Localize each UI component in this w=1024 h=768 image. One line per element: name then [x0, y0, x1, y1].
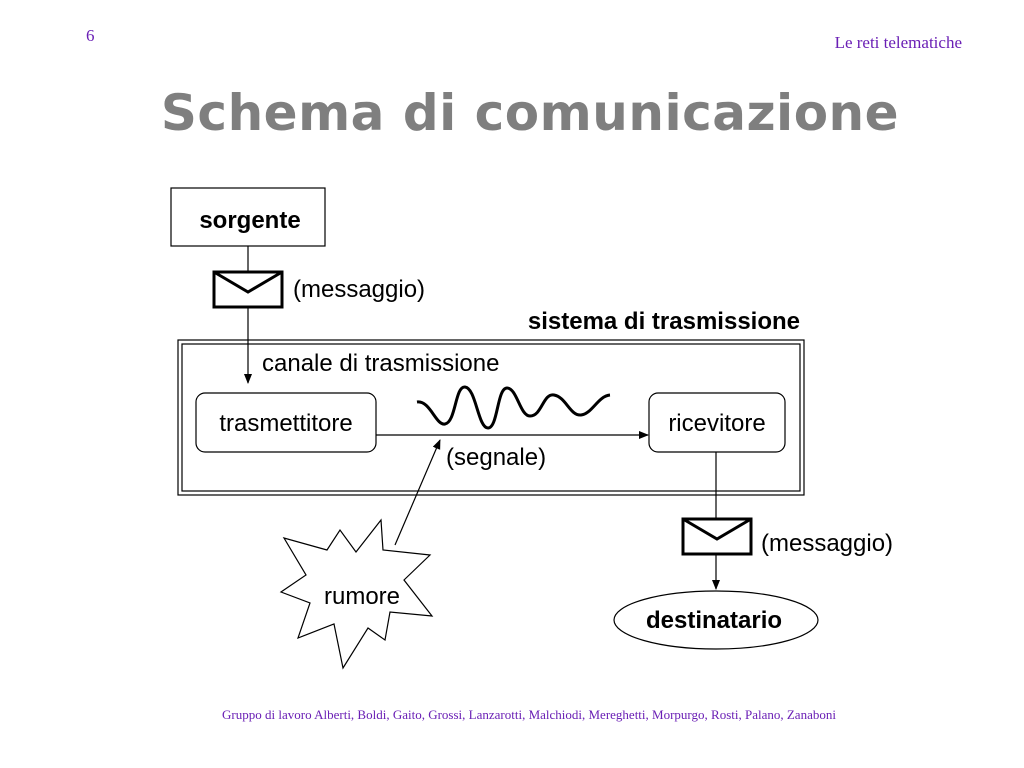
- footer-credits: Gruppo di lavoro Alberti, Boldi, Gaito, …: [222, 707, 836, 722]
- transmission-system-inner: [181, 343, 801, 492]
- receiver-label: ricevitore: [668, 410, 765, 437]
- message-top-label: (messaggio): [293, 276, 425, 303]
- source-box: [170, 187, 326, 247]
- header-title: Le reti telematiche: [834, 33, 962, 52]
- envelope-icon: [681, 517, 753, 556]
- envelope-icon: [212, 270, 284, 309]
- destination-label: destinatario: [646, 607, 782, 634]
- page-number: 6: [86, 26, 95, 45]
- channel-label: canale di trasmissione: [262, 350, 499, 377]
- transmission-system-outer: [177, 339, 805, 496]
- slide-title: Schema di comunicazione: [160, 84, 900, 142]
- signal-wave-icon: [416, 385, 611, 430]
- noise-arrow: [394, 439, 441, 546]
- receiver-box: [648, 392, 786, 453]
- signal-label: (segnale): [446, 444, 546, 471]
- transmitter-box: [195, 392, 377, 453]
- noise-label: rumore: [324, 583, 400, 610]
- system-label: sistema di trasmissione: [528, 308, 800, 335]
- message-bottom-label: (messaggio): [761, 530, 893, 557]
- destination-ellipse: [613, 590, 819, 650]
- source-label: sorgente: [199, 207, 300, 234]
- noise-starburst-icon: [279, 518, 434, 670]
- transmitter-label: trasmettitore: [219, 410, 352, 437]
